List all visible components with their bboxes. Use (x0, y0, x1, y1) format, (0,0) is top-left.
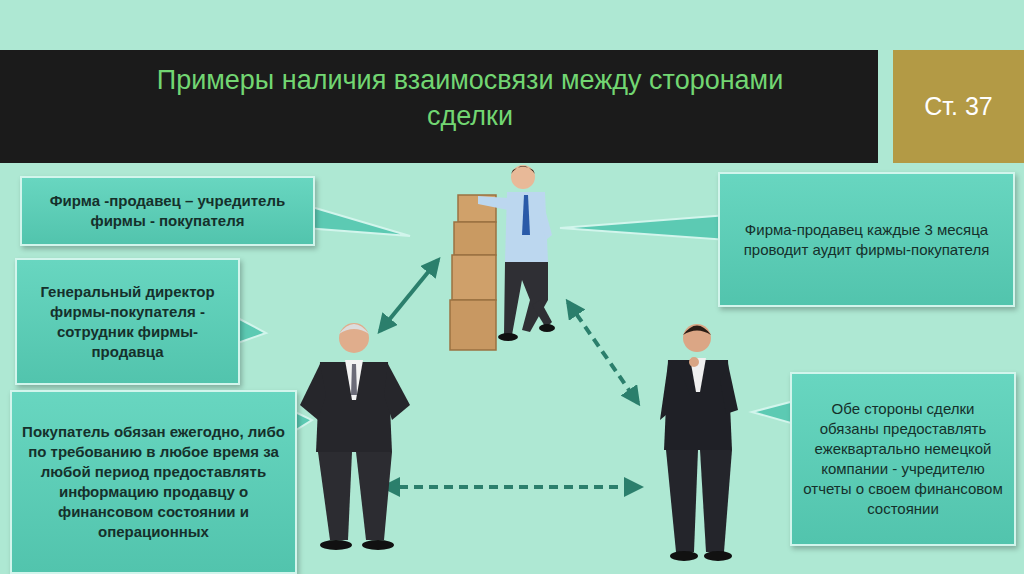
seller-figure (478, 165, 555, 341)
callout-box: Покупатель обязан ежегодно, либо по треб… (10, 390, 297, 574)
callout-text: Фирма -продавец – учредитель фирмы - пок… (30, 191, 305, 231)
callout-box: Генеральный директор фирмы-покупателя - … (15, 258, 240, 385)
relation-arrows (380, 260, 640, 487)
slide-title: Примеры наличия взаимосвязи между сторон… (120, 62, 820, 134)
cardboard-boxes (450, 195, 496, 350)
callout-box: Фирма -продавец – учредитель фирмы - пок… (20, 176, 315, 246)
callout-text: Обе стороны сделки обязаны предоставлять… (802, 399, 1004, 519)
callout-text: Фирма-продавец каждые 3 месяца проводит … (730, 220, 1003, 260)
title-bar (0, 50, 878, 163)
buyer-figure (300, 323, 410, 550)
callout-text: Генеральный директор фирмы-покупателя - … (25, 282, 230, 362)
callout-text: Ст. 37 (924, 92, 992, 121)
callout-box: Фирма-продавец каждые 3 месяца проводит … (718, 172, 1015, 307)
article-box: Ст. 37 (893, 50, 1024, 163)
founder-figure (660, 324, 738, 561)
callout-box: Обе стороны сделки обязаны предоставлять… (790, 372, 1016, 546)
callout-text: Покупатель обязан ежегодно, либо по треб… (18, 422, 289, 542)
